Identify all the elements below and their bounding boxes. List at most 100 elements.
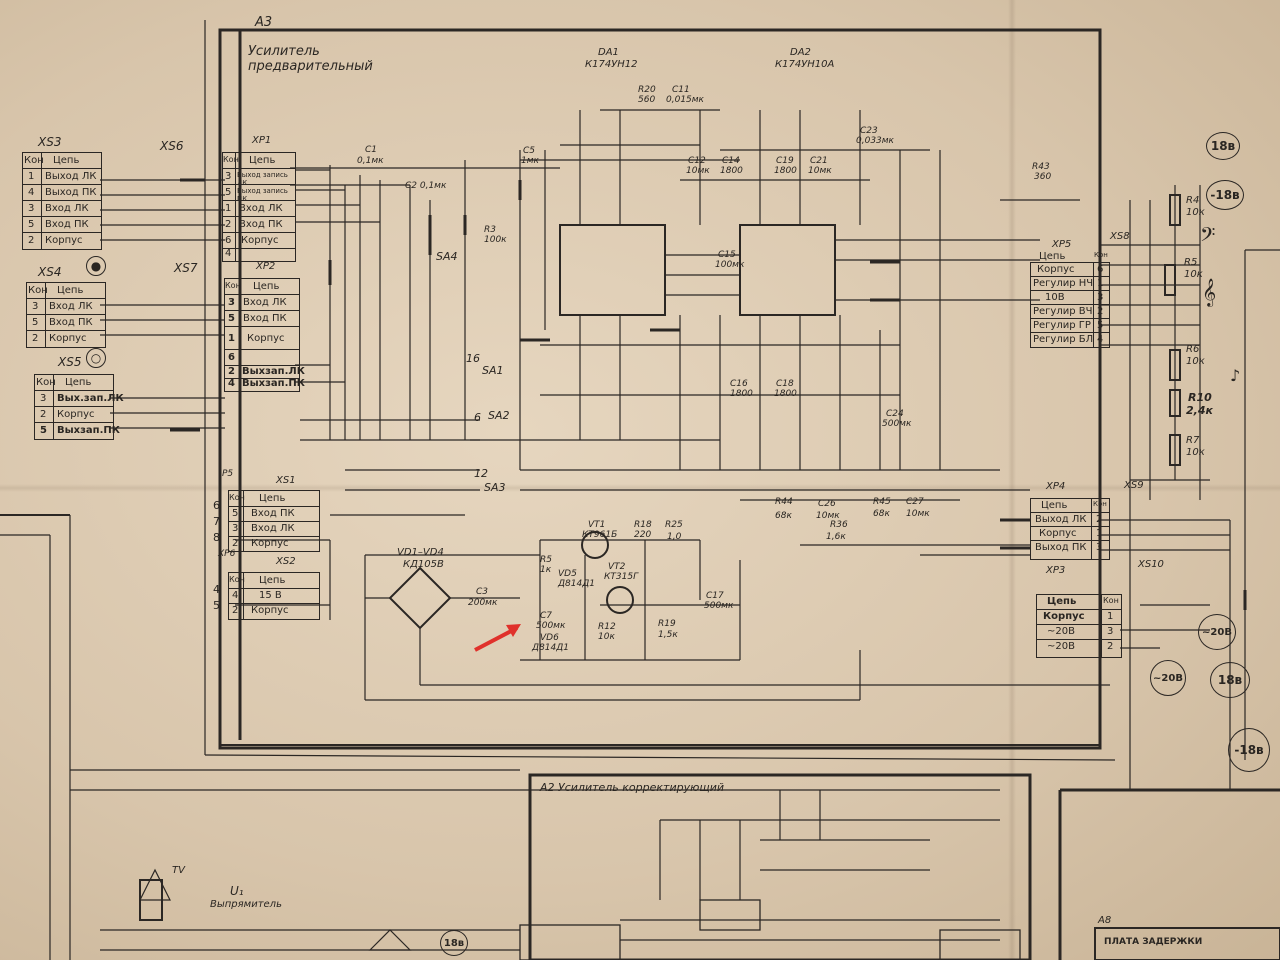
power-18v-top: 18в — [1206, 132, 1240, 160]
r10-label: R10 — [1188, 391, 1212, 404]
r36-value: 1,6к — [826, 532, 846, 542]
sa2-label: SA2 — [488, 409, 510, 422]
vt2-part: КТ315Г — [604, 572, 639, 582]
da2-part: К174УН10А — [775, 59, 835, 70]
r25-label: R25 — [665, 520, 683, 530]
da1-chip — [559, 224, 666, 316]
r18-value: 220 — [634, 530, 652, 540]
vd14-part: КД105В — [403, 559, 444, 570]
r43-value: 360 — [1034, 172, 1052, 182]
power-18v-lower: 18в — [1210, 662, 1250, 698]
vd14-label: VD1–VD4 — [397, 547, 444, 558]
r12-value: 10к — [598, 632, 615, 642]
a2-title: А2 Усилитель корректирующий — [540, 781, 725, 794]
power-m18v-lower: -18в — [1228, 728, 1270, 772]
c14-value: 1800 — [720, 166, 743, 176]
xs2-left-pin: 5 — [213, 599, 220, 612]
xs1-left-pin: 6 — [213, 499, 220, 512]
note-icon: ♪ — [1230, 366, 1241, 385]
a3-frame — [218, 28, 1102, 750]
vd6-label: VD6 — [540, 633, 559, 643]
xs1-pin-label: P5 — [222, 469, 234, 479]
xs7-label: XS7 — [174, 261, 198, 275]
c11-value: 0,015мк — [666, 95, 704, 105]
a3-title-line2: предварительный — [248, 59, 373, 74]
xs1-left-pin: 7 — [213, 515, 220, 528]
xs1-label: XS1 — [276, 475, 296, 486]
r44-value: 68к — [775, 511, 792, 521]
da2-name: DA2 — [790, 47, 811, 58]
u1-title: Выпрямитель — [210, 899, 282, 910]
c21-label: C21 — [810, 156, 828, 166]
r7-value: 10к — [1186, 447, 1205, 458]
c2-label: C2 0,1мк — [405, 181, 447, 191]
c19-label: C19 — [776, 156, 794, 166]
vd5-label: VD5 — [558, 569, 577, 579]
vt1-symbol — [581, 531, 609, 559]
vt1-part: КТ961Б — [582, 530, 618, 540]
bass-clef-icon: 𝄢 — [1200, 223, 1216, 251]
power-18v-bottom: 18в — [440, 930, 468, 956]
sa2-number: 6 — [474, 411, 481, 424]
r10-value: 2,4к — [1186, 404, 1213, 417]
xp5-label: XP5 — [1052, 239, 1072, 250]
c23-label: C23 — [860, 126, 878, 136]
vd5-part: Д814Д1 — [558, 579, 595, 589]
xp1-label: XP1 — [252, 135, 272, 146]
da2-chip — [739, 224, 836, 316]
c16-value: 1800 — [730, 389, 753, 399]
r20-label: R20 — [638, 85, 656, 95]
c12-value: 10мк — [686, 166, 710, 176]
c19-value: 1800 — [774, 166, 797, 176]
a8-frame — [1094, 927, 1280, 960]
jack-icon: ● — [86, 256, 106, 276]
c1-label: C1 — [365, 145, 378, 155]
c15-value: 100мк — [715, 260, 745, 270]
c26-value: 10мк — [816, 511, 840, 521]
c12-label: C12 — [688, 156, 706, 166]
xp3-label: XP3 — [1046, 565, 1066, 576]
r12-label: R12 — [598, 622, 616, 632]
r5-value: 1к — [540, 565, 552, 575]
vt1-label: VT1 — [588, 520, 606, 530]
c17-label: C17 — [706, 591, 724, 601]
c3-value: 200мк — [468, 598, 498, 608]
r7-label: R7 — [1186, 435, 1200, 446]
xs3-label: XS3 — [38, 135, 62, 149]
sa4-label: SA4 — [436, 250, 458, 263]
r5b-label: R5 — [1184, 257, 1198, 268]
da1-part: К174УН12 — [585, 59, 638, 70]
c5-value: 1мк — [521, 156, 539, 166]
xs2-pin-label: XP6 — [218, 549, 236, 559]
r43-label: R43 — [1032, 162, 1050, 172]
tv-label: TV — [172, 865, 185, 876]
r5-label: R5 — [540, 555, 552, 565]
r44-label: R44 — [775, 497, 793, 507]
c18-label: C18 — [776, 379, 794, 389]
xs5-label: XS5 — [58, 355, 82, 369]
c15-label: C15 — [718, 250, 736, 260]
c14-label: C14 — [722, 156, 740, 166]
da1-name: DA1 — [598, 47, 619, 58]
a3-title-line1: Усилитель — [248, 44, 320, 59]
sa1-number: 16 — [466, 352, 480, 365]
u1-label: U₁ — [230, 884, 244, 898]
xs2-label: XS2 — [276, 556, 296, 567]
sa1-label: SA1 — [482, 364, 504, 377]
c18-value: 1800 — [774, 389, 797, 399]
headphone-icon: ○ — [86, 348, 106, 368]
xs2-left-pin: 4 — [213, 583, 220, 596]
vd6-part: Д814Д1 — [532, 643, 569, 653]
c27-label: C27 — [906, 497, 924, 507]
r5b-value: 10к — [1184, 269, 1203, 280]
r25-value: 1,0 — [667, 532, 682, 542]
